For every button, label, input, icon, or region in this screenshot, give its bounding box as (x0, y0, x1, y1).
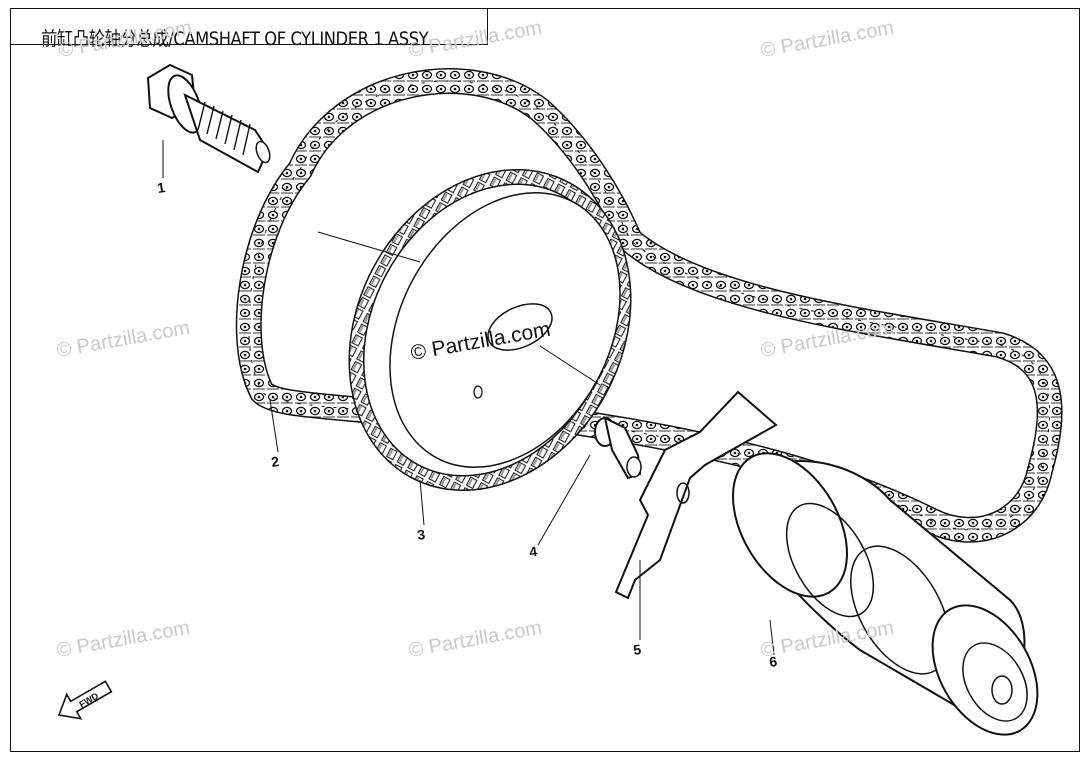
callout-3: 3 (416, 526, 426, 543)
callout-6: 6 (768, 653, 778, 670)
watermark: © Partzilla.com (57, 17, 194, 62)
plate (614, 390, 778, 640)
callout-4: 4 (528, 543, 538, 560)
camshaft (732, 452, 1039, 736)
fwd-arrow-icon: FWD (57, 680, 113, 720)
bolt (146, 63, 271, 178)
callout-5: 5 (632, 641, 642, 658)
pin (537, 416, 642, 546)
callout-2: 2 (270, 453, 280, 470)
watermark: © Partzilla.com (55, 317, 192, 362)
cam-sprocket (317, 169, 632, 491)
watermark: © Partzilla.com (759, 17, 896, 62)
timing-chain (235, 68, 1063, 543)
title-box: 前缸凸轮轴分总成/CAMSHAFT OF CYLINDER 1 ASSY (10, 8, 488, 50)
watermark: © Partzilla.com (55, 617, 192, 662)
diagram-frame (10, 8, 1080, 752)
diagram-title: 前缸凸轮轴分总成/CAMSHAFT OF CYLINDER 1 ASSY (41, 28, 429, 50)
watermark: © Partzilla.com (407, 617, 544, 662)
watermark: © Partzilla.com (407, 17, 544, 62)
callout-1: 1 (156, 179, 166, 196)
